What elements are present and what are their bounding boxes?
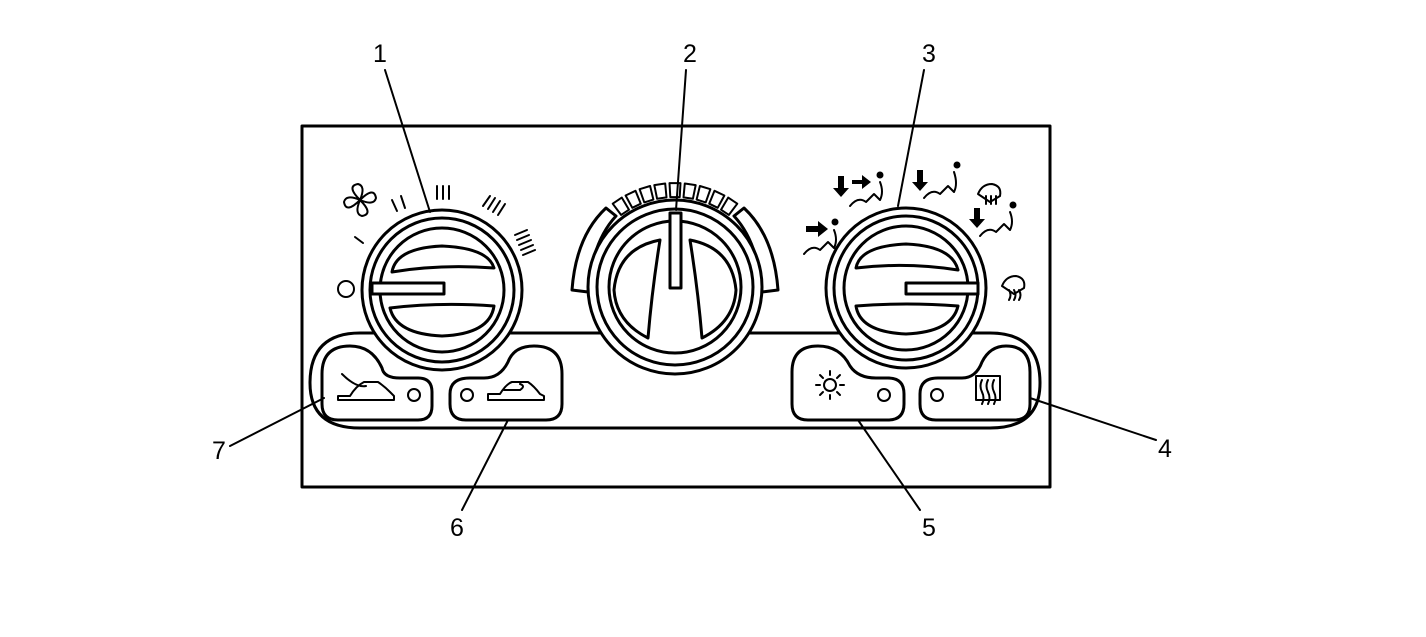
air-delivery-mode-dial[interactable]: [824, 206, 988, 370]
control-panel: [300, 124, 1052, 489]
off-circle-icon: [337, 280, 355, 298]
outside-air-indicator-icon: [407, 388, 421, 402]
temperature-scale-segment: [624, 189, 642, 209]
rear-defog-indicator-icon: [930, 388, 944, 402]
recirculation-indicator-icon: [460, 388, 474, 402]
temperature-scale-segment: [611, 196, 630, 216]
recirculation-button[interactable]: [448, 344, 564, 422]
outside-air-button[interactable]: [320, 344, 434, 422]
fan-icon: [343, 183, 377, 217]
rear-defog-icon: [975, 375, 1001, 405]
callout-1: 1: [373, 40, 387, 68]
floor-defog-mode-icon: [969, 183, 1017, 237]
callout-5: 5: [922, 514, 936, 542]
temperature-dial[interactable]: [586, 198, 764, 376]
callout-leaders: [229, 69, 1157, 511]
temperature-scale-segment: [720, 196, 739, 216]
bi-level-mode-icon: [833, 171, 884, 207]
air-conditioning-indicator-icon: [877, 388, 891, 402]
callout-2: 2: [683, 40, 697, 68]
callout-3: 3: [922, 40, 936, 68]
rear-defog-button[interactable]: [918, 344, 1032, 422]
temperature-scale-segment: [708, 189, 726, 209]
temperature-scale-segment: [638, 185, 655, 204]
temperature-scale-segment: [653, 182, 668, 200]
button-tray: [308, 331, 1042, 430]
fan-speed-dial[interactable]: [360, 208, 524, 372]
fan-speed-marks: [354, 185, 536, 256]
callout-4: 4: [1158, 435, 1172, 463]
callout-6: 6: [450, 514, 464, 542]
outside-air-icon: [337, 373, 395, 401]
temperature-scale-segment: [695, 185, 712, 204]
temperature-scale: [570, 182, 780, 294]
temperature-scale-segment: [682, 182, 697, 200]
vent-mode-icon: [803, 218, 839, 255]
recirculation-icon: [487, 381, 545, 401]
floor-mode-icon: [912, 161, 961, 199]
air-conditioning-icon: [815, 370, 845, 400]
defrost-mode-icon: [1001, 275, 1026, 301]
temperature-scale-segment: [668, 182, 682, 199]
air-conditioning-button[interactable]: [790, 344, 906, 422]
callout-7: 7: [212, 437, 226, 465]
